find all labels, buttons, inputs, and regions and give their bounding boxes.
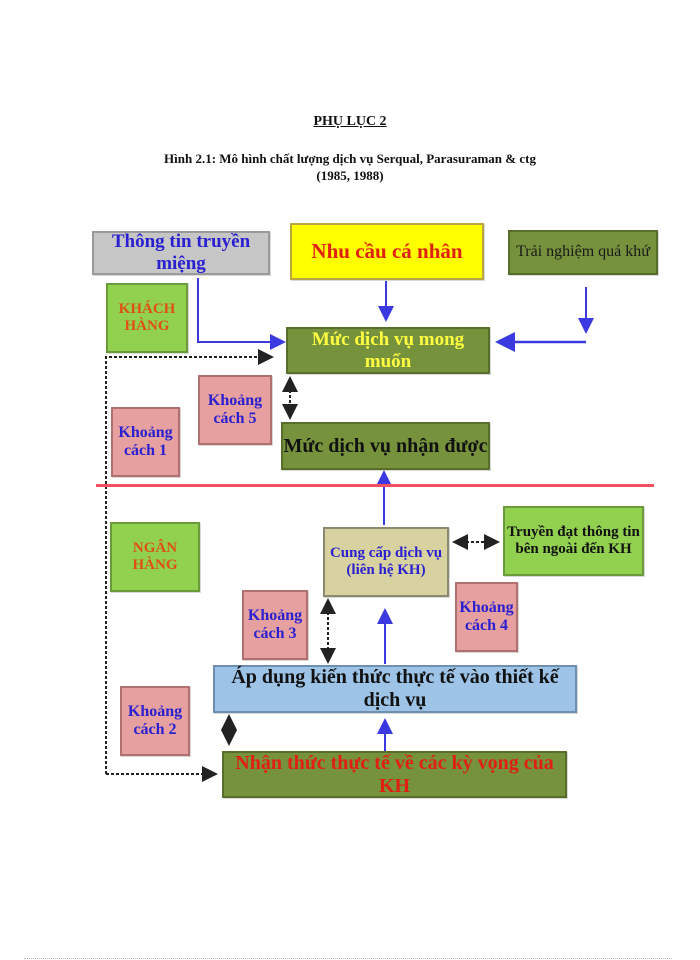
- external-communication-box: Truyền đạt thông tin bên ngoài đến KH: [503, 506, 644, 576]
- gap2-box: Khoảng cách 2: [120, 686, 190, 756]
- customer-zone-box: KHÁCH HÀNG: [106, 283, 188, 353]
- word-of-mouth-box: Thông tin truyền miệng: [92, 231, 270, 275]
- gap5-line1: Khoảng: [207, 391, 263, 409]
- customer-zone-line1: KHÁCH: [118, 300, 176, 317]
- gap3-box: Khoảng cách 3: [242, 590, 308, 660]
- gap2-line1: Khoảng: [127, 702, 183, 720]
- gap5-box: Khoảng cách 5: [198, 375, 272, 445]
- perceived-service-label: Mức dịch vụ nhận được: [283, 434, 488, 457]
- personal-needs-label: Nhu cầu cá nhân: [311, 239, 463, 264]
- word-of-mouth-label: Thông tin truyền miệng: [111, 231, 251, 274]
- management-perception-label: Nhận thức thực tế về các kỳ vọng của KH: [235, 751, 554, 797]
- gap4-line2: cách 4: [464, 617, 509, 634]
- customer-bank-divider: [96, 484, 654, 487]
- figure-caption-line2: (1985, 1988): [316, 168, 384, 183]
- personal-needs-box: Nhu cầu cá nhân: [290, 223, 484, 280]
- page-bottom-divider: [24, 958, 672, 959]
- gap1-box: Khoảng cách 1: [111, 407, 180, 477]
- management-perception-box: Nhận thức thực tế về các kỳ vọng của KH: [222, 751, 567, 798]
- gap5-line2: cách 5: [213, 410, 257, 427]
- gap4-line1: Khoảng: [459, 598, 514, 616]
- past-experience-box: Trải nghiệm quá khứ: [508, 230, 658, 275]
- expected-service-label: Mức dịch vụ mong muốn: [311, 328, 465, 372]
- figure-caption: Hình 2.1: Mô hình chất lượng dịch vụ Ser…: [0, 150, 700, 184]
- arrow-word-of-mouth-to-expected: [197, 278, 286, 350]
- service-specification-box: Áp dụng kiến thức thực tế vào thiết kế d…: [213, 665, 577, 713]
- service-delivery-box: Cung cấp dịch vụ (liên hệ KH): [323, 527, 449, 597]
- gap1-line1: Khoảng: [118, 423, 173, 441]
- gap1-line2: cách 1: [123, 442, 168, 459]
- bank-zone-line1: NGÂN: [132, 539, 178, 556]
- bank-zone-line2: HÀNG: [132, 557, 178, 573]
- external-communication-line2: bên ngoài đến KH: [515, 541, 632, 557]
- perceived-service-box: Mức dịch vụ nhận được: [281, 422, 490, 470]
- external-communication-line1: Truyền đạt thông tin: [507, 523, 640, 540]
- gap3-line1: Khoảng: [247, 606, 303, 624]
- gap3-line2: cách 3: [253, 625, 297, 642]
- customer-zone-line2: HÀNG: [124, 318, 170, 334]
- figure-caption-line1: Hình 2.1: Mô hình chất lượng dịch vụ Ser…: [164, 151, 536, 166]
- expected-service-box: Mức dịch vụ mong muốn: [286, 327, 490, 374]
- past-experience-label: Trải nghiệm quá khứ: [516, 243, 650, 261]
- service-delivery-line1: Cung cấp dịch vụ: [329, 544, 443, 561]
- appendix-title: PHỤ LỤC 2: [313, 114, 387, 129]
- gap2-line2: cách 2: [133, 721, 177, 738]
- bank-zone-box: NGÂN HÀNG: [110, 522, 200, 592]
- gap4-box: Khoảng cách 4: [455, 582, 518, 652]
- service-delivery-line2: (liên hệ KH): [346, 562, 426, 578]
- service-specification-label: Áp dụng kiến thức thực tế vào thiết kế d…: [231, 666, 559, 711]
